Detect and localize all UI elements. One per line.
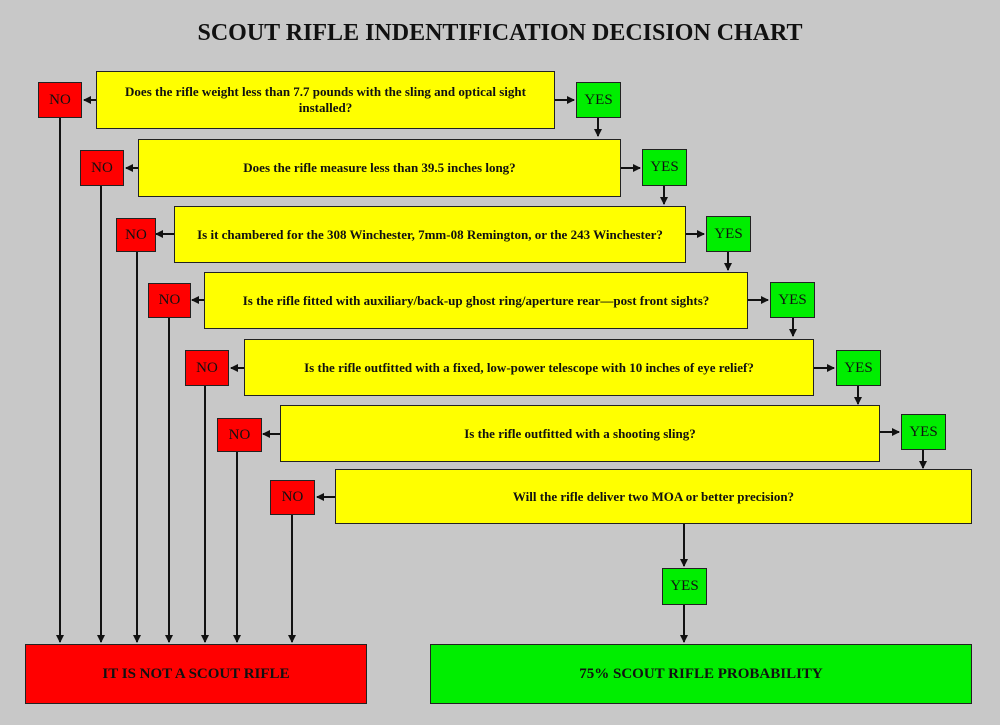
question-length: Does the rifle measure less than 39.5 in… [138, 139, 621, 197]
yes-box-1: YES [576, 82, 621, 118]
no-box-3: NO [116, 218, 156, 252]
outcome-not-scout-rifle: IT IS NOT A SCOUT RIFLE [25, 644, 367, 704]
no-box-6: NO [217, 418, 262, 452]
yes-box-5: YES [836, 350, 881, 386]
question-weight: Does the rifle weight less than 7.7 poun… [96, 71, 555, 129]
yes-box-3: YES [706, 216, 751, 252]
no-box-5: NO [185, 350, 229, 386]
question-backup-sights: Is the rifle fitted with auxiliary/back-… [204, 272, 748, 329]
no-box-4: NO [148, 283, 191, 318]
question-sling: Is the rifle outfitted with a shooting s… [280, 405, 880, 462]
question-telescope: Is the rifle outfitted with a fixed, low… [244, 339, 814, 396]
yes-box-7: YES [662, 568, 707, 605]
no-box-7: NO [270, 480, 315, 515]
question-chambering: Is it chambered for the 308 Winchester, … [174, 206, 686, 263]
yes-box-6: YES [901, 414, 946, 450]
yes-box-4: YES [770, 282, 815, 318]
outcome-scout-rifle-probability: 75% SCOUT RIFLE PROBABILITY [430, 644, 972, 704]
yes-box-2: YES [642, 149, 687, 186]
question-precision: Will the rifle deliver two MOA or better… [335, 469, 972, 524]
no-box-2: NO [80, 150, 124, 186]
no-box-1: NO [38, 82, 82, 118]
chart-title: SCOUT RIFLE INDENTIFICATION DECISION CHA… [197, 20, 803, 46]
